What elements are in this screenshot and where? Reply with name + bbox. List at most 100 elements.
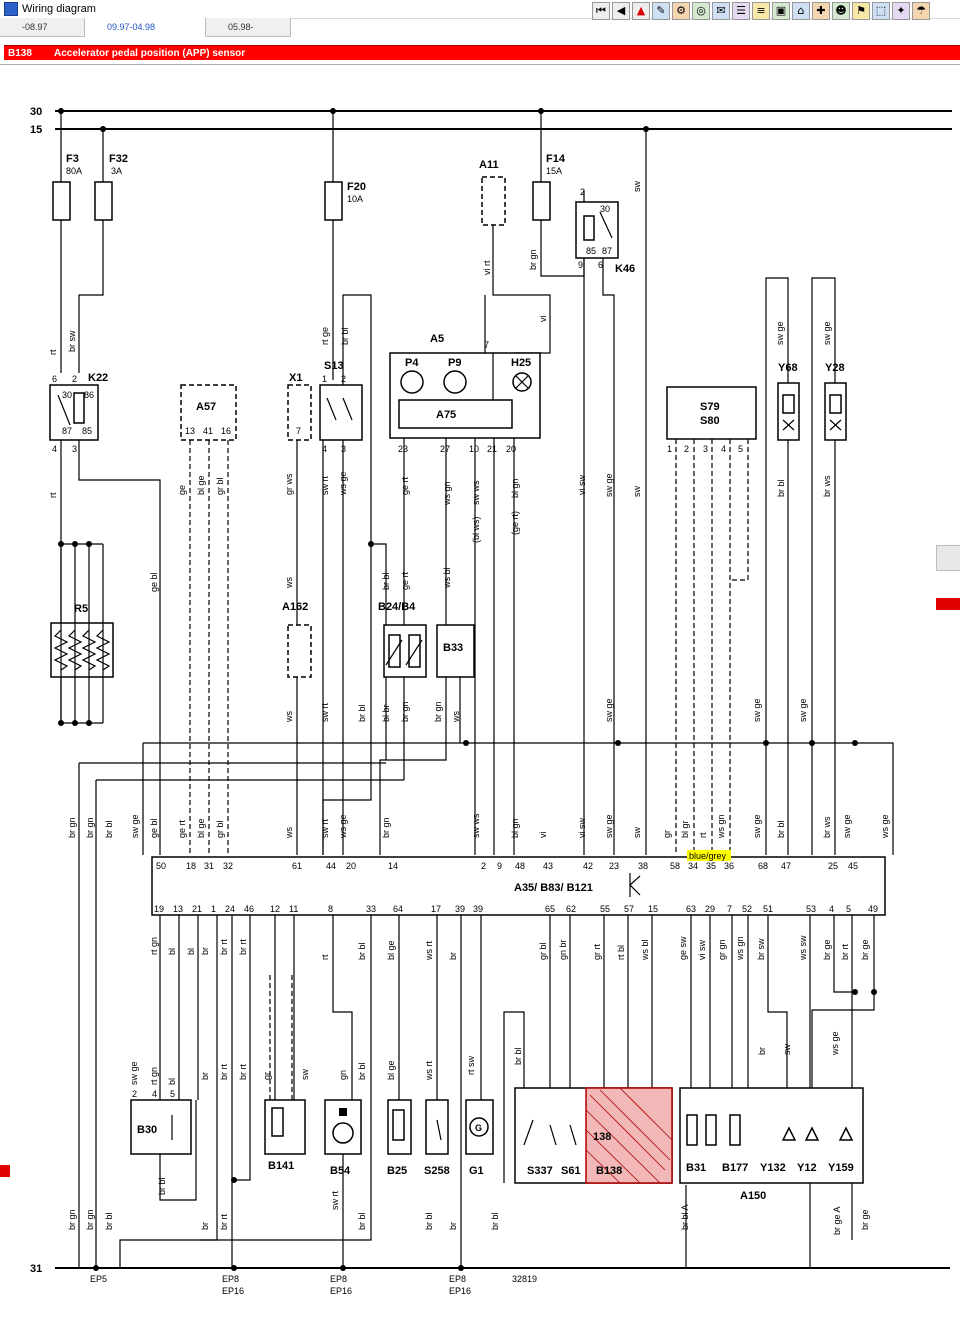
tool-icon[interactable]: ☻ xyxy=(832,2,850,20)
svg-text:rt sw: rt sw xyxy=(466,1056,476,1075)
svg-text:sw ge: sw ge xyxy=(604,814,614,838)
svg-text:39: 39 xyxy=(473,904,483,914)
svg-text:F20: F20 xyxy=(347,181,366,193)
svg-text:53: 53 xyxy=(806,904,816,914)
svg-text:14: 14 xyxy=(388,861,398,871)
svg-text:R5: R5 xyxy=(74,603,88,615)
bus-dots xyxy=(463,740,858,746)
svg-text:bl ge: bl ge xyxy=(386,1060,396,1080)
tool-icon[interactable]: ☂ xyxy=(912,2,930,20)
svg-text:63: 63 xyxy=(686,904,696,914)
tool-icon[interactable]: ⌂ xyxy=(792,2,810,20)
svg-text:br bl: br bl xyxy=(104,1212,114,1230)
svg-text:A150: A150 xyxy=(740,1190,766,1202)
tool-icon[interactable]: ✎ xyxy=(652,2,670,20)
svg-text:S13: S13 xyxy=(324,360,344,372)
svg-text:80A: 80A xyxy=(66,166,82,176)
svg-text:B30: B30 xyxy=(137,1124,157,1136)
tool-icon[interactable]: ◎ xyxy=(692,2,710,20)
svg-text:86: 86 xyxy=(84,390,94,400)
svg-text:4: 4 xyxy=(152,1089,157,1099)
svg-text:23: 23 xyxy=(609,861,619,871)
svg-text:rt: rt xyxy=(698,832,708,838)
svg-text:ge sw: ge sw xyxy=(678,936,688,960)
tool-icon[interactable]: ✦ xyxy=(892,2,910,20)
svg-text:br gn: br gn xyxy=(85,1209,95,1230)
svg-text:51: 51 xyxy=(763,904,773,914)
rail-30-label: 30 xyxy=(30,106,42,118)
svg-text:4: 4 xyxy=(322,444,327,454)
svg-text:48: 48 xyxy=(515,861,525,871)
svg-text:21: 21 xyxy=(192,904,202,914)
ecu-pins-top: 50 18 31 32 61 44 20 14 2 9 48 43 42 23 … xyxy=(156,861,858,871)
svg-text:ws gn: ws gn xyxy=(442,481,452,506)
prev-icon[interactable]: ◀ xyxy=(612,2,630,20)
sensor-b25: B25 xyxy=(387,1099,412,1177)
svg-text:gr bl: gr bl xyxy=(215,820,225,838)
svg-text:vi sw: vi sw xyxy=(577,475,587,496)
module-a150: B31 B177 Y132 Y12 Y159 A150 xyxy=(679,1087,864,1202)
svg-text:7: 7 xyxy=(484,340,489,350)
svg-text:sw: sw xyxy=(300,1069,310,1081)
svg-text:rt gn: rt gn xyxy=(149,1067,159,1085)
tool-icon[interactable]: ≡ xyxy=(752,2,770,20)
svg-text:2: 2 xyxy=(132,1089,137,1099)
svg-text:br rt: br rt xyxy=(219,1214,229,1231)
svg-text:X1: X1 xyxy=(289,372,302,384)
svg-text:blue/grey: blue/grey xyxy=(689,851,727,861)
svg-text:9: 9 xyxy=(578,260,583,270)
tab-period-3[interactable]: 05.98- xyxy=(206,18,291,37)
svg-text:87: 87 xyxy=(62,426,72,436)
svg-text:B141: B141 xyxy=(268,1160,294,1172)
svg-text:ge bl: ge bl xyxy=(149,818,159,838)
svg-text:1: 1 xyxy=(667,444,672,454)
svg-text:1: 1 xyxy=(322,374,327,384)
svg-text:sw rt: sw rt xyxy=(320,476,330,495)
warning-icon[interactable]: ▲ xyxy=(632,2,650,20)
svg-text:br rt: br rt xyxy=(219,1064,229,1081)
svg-text:6: 6 xyxy=(598,260,603,270)
first-icon[interactable]: ⏮ xyxy=(592,2,610,20)
svg-text:ws ge: ws ge xyxy=(830,1031,840,1056)
svg-text:bl gn: bl gn xyxy=(510,478,520,498)
svg-text:62: 62 xyxy=(566,904,576,914)
rail-15-label: 15 xyxy=(30,124,42,136)
svg-text:br rt: br rt xyxy=(840,944,850,961)
tool-icon[interactable]: ✚ xyxy=(812,2,830,20)
svg-text:rt: rt xyxy=(320,954,330,960)
svg-text:B138: B138 xyxy=(596,1165,622,1177)
svg-text:sw ge: sw ge xyxy=(129,1061,139,1085)
tool-icon[interactable]: ⚙ xyxy=(672,2,690,20)
tool-icon[interactable]: ⬚ xyxy=(872,2,890,20)
tool-icon[interactable]: ▣ xyxy=(772,2,790,20)
fuse-f3: F3 80A xyxy=(52,111,82,373)
tab-period-1[interactable]: -08.97 xyxy=(0,18,85,37)
svg-text:EP8: EP8 xyxy=(222,1274,239,1284)
svg-text:Y132: Y132 xyxy=(760,1162,786,1174)
svg-text:61: 61 xyxy=(292,861,302,871)
svg-text:15A: 15A xyxy=(546,166,562,176)
tab-period-2[interactable]: 09.97-04.98 xyxy=(85,18,206,37)
svg-text:ge rt: ge rt xyxy=(177,819,187,838)
svg-text:1: 1 xyxy=(211,904,216,914)
tool-icon[interactable]: ⚑ xyxy=(852,2,870,20)
toolbar: ⏮ ◀ ▲ ✎ ⚙ ◎ ✉ ☰ ≡ ▣ ⌂ ✚ ☻ ⚑ ⬚ ✦ ☂ xyxy=(592,2,930,20)
ecu-pins-bottom: 19 13 21 1 24 46 12 11 8 33 64 17 39 39 … xyxy=(154,904,878,914)
sensor-b33: B33 xyxy=(379,624,475,855)
tool-icon[interactable]: ✉ xyxy=(712,2,730,20)
svg-text:S61: S61 xyxy=(561,1165,581,1177)
svg-text:30: 30 xyxy=(62,390,72,400)
tool-icon[interactable]: ☰ xyxy=(732,2,750,20)
svg-text:vi sw: vi sw xyxy=(697,940,707,961)
svg-text:45: 45 xyxy=(848,861,858,871)
svg-text:br rt: br rt xyxy=(238,939,248,956)
svg-text:5: 5 xyxy=(846,904,851,914)
svg-text:sw rt: sw rt xyxy=(330,1191,340,1210)
svg-text:br bl: br bl xyxy=(104,820,114,838)
svg-text:br gn: br gn xyxy=(433,701,443,722)
side-panel-tab[interactable] xyxy=(936,545,960,571)
svg-text:br bl: br bl xyxy=(357,1062,367,1080)
svg-text:43: 43 xyxy=(543,861,553,871)
